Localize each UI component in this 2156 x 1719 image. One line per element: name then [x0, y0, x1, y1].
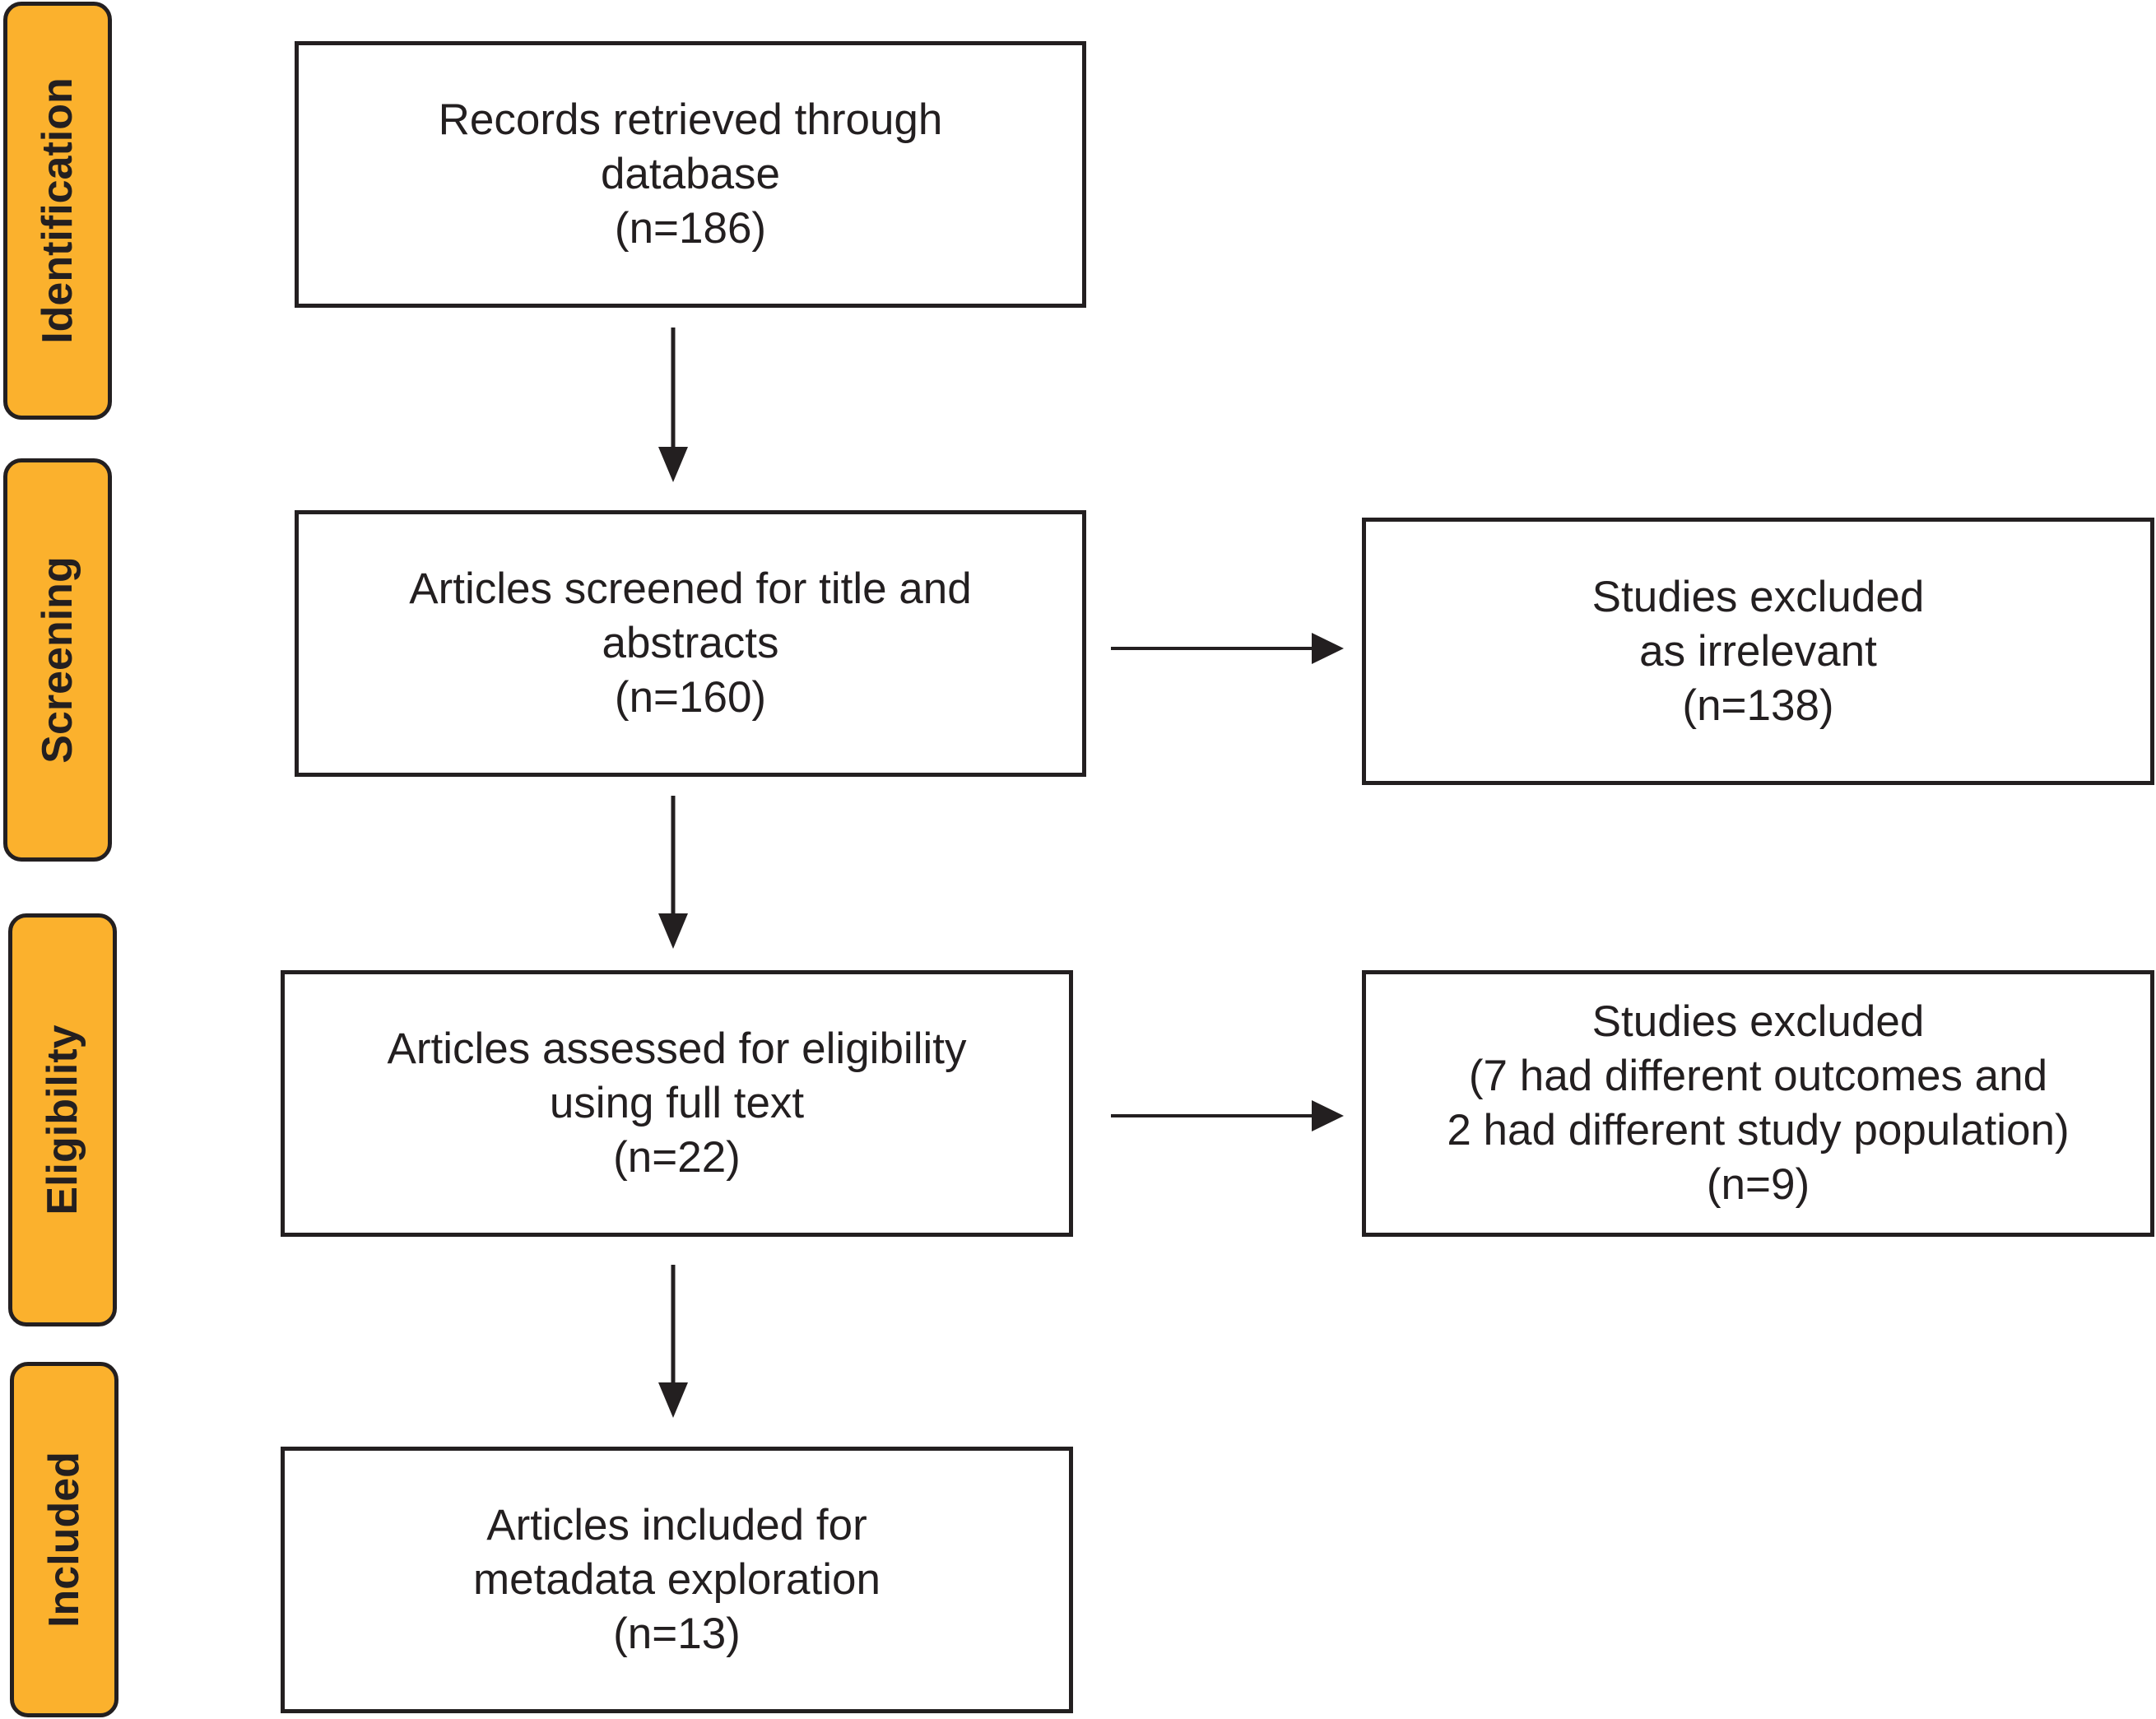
phase-identification-label: Identification: [34, 77, 81, 344]
articles-included-box: Articles included for metadata explorati…: [281, 1447, 1073, 1713]
excluded-irrelevant-count: (n=138): [1682, 681, 1834, 730]
excluded-irrelevant-line1: Studies excluded: [1591, 572, 1925, 621]
articles-screened-line2: abstracts: [602, 619, 779, 667]
records-retrieved-count: (n=186): [614, 204, 767, 253]
phase-included-label: Included: [40, 1452, 88, 1628]
articles-assessed-line2: using full text: [549, 1079, 805, 1127]
excluded-fulltext-count: (n=9): [1706, 1160, 1810, 1209]
records-retrieved-box: Records retrieved through database (n=18…: [295, 41, 1086, 308]
excluded-fulltext-line1: Studies excluded: [1591, 997, 1925, 1046]
phase-screening: Screening: [3, 458, 112, 862]
records-retrieved-line1: Records retrieved through: [438, 95, 943, 144]
articles-included-count: (n=13): [613, 1610, 741, 1658]
phase-eligibility: Eligibility: [8, 913, 117, 1326]
studies-excluded-irrelevant-box: Studies excluded as irrelevant (n=138): [1362, 518, 2154, 785]
phase-screening-label: Screening: [34, 556, 81, 764]
articles-included-line1: Articles included for: [486, 1501, 867, 1549]
records-retrieved-line2: database: [600, 150, 781, 198]
excluded-fulltext-line2: (7 had different outcomes and: [1468, 1052, 2048, 1100]
studies-excluded-fulltext-box: Studies excluded (7 had different outcom…: [1362, 970, 2154, 1237]
arrow-assessed-to-excluded: [1111, 1100, 1344, 1131]
excluded-fulltext-line3: 2 had different study population): [1447, 1106, 2070, 1155]
phase-identification: Identification: [3, 2, 112, 420]
articles-included-line2: metadata exploration: [473, 1555, 881, 1604]
articles-screened-line1: Articles screened for title and: [409, 564, 972, 613]
articles-assessed-box: Articles assessed for eligibility using …: [281, 970, 1073, 1237]
articles-assessed-line1: Articles assessed for eligibility: [387, 1024, 967, 1073]
arrow-screened-to-excluded: [1111, 633, 1344, 664]
phase-eligibility-label: Eligibility: [39, 1024, 86, 1215]
excluded-irrelevant-line2: as irrelevant: [1639, 626, 1877, 676]
articles-assessed-count: (n=22): [613, 1133, 741, 1182]
arrow-screened-to-assessed: [658, 796, 688, 949]
articles-screened-box: Articles screened for title and abstract…: [295, 510, 1086, 777]
phase-included: Included: [10, 1362, 118, 1717]
articles-screened-count: (n=160): [614, 673, 767, 722]
arrow-records-to-screened: [658, 328, 688, 482]
arrow-assessed-to-included: [658, 1265, 688, 1418]
